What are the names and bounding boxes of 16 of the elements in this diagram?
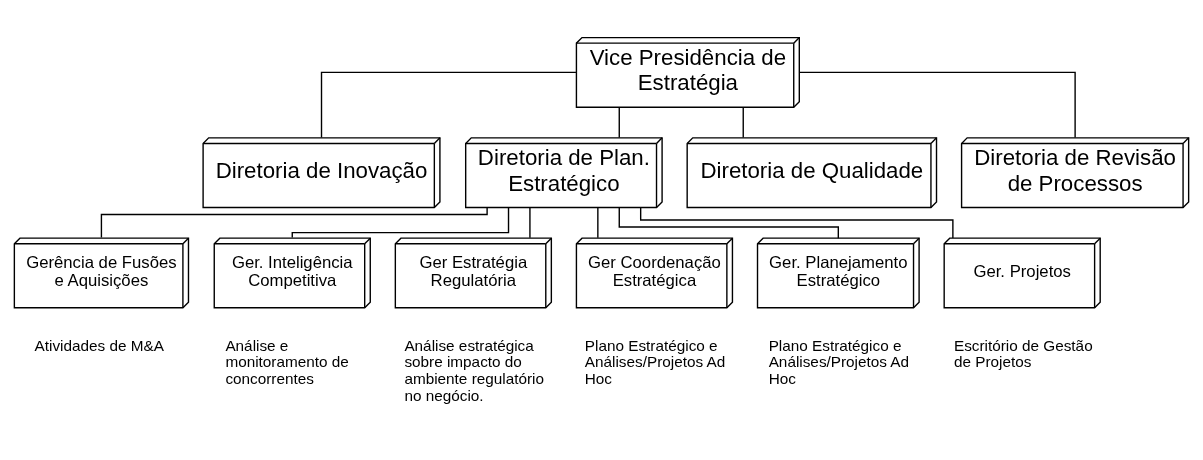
node-label: Atividades de M&A — [34, 336, 164, 354]
connector — [618, 206, 839, 239]
connector — [291, 206, 510, 238]
connector — [529, 206, 531, 238]
node-label: Plano Estratégico e Análises/Projetos Ad Hoc — [584, 336, 726, 387]
connector — [597, 206, 599, 238]
connector — [618, 106, 620, 138]
connector — [742, 106, 744, 138]
connector — [100, 206, 488, 238]
connector — [798, 71, 1076, 138]
connector — [320, 71, 577, 138]
node-label: Escritório de Gestão de Projetos — [953, 336, 1093, 370]
node-label: Análise e monitoramento de concorrentes — [225, 336, 349, 387]
node-label: Plano Estratégico e Análises/Projetos Ad Hoc — [768, 336, 910, 387]
connector — [639, 206, 954, 239]
node-label: Análise estratégica sobre impacto do ambiente regulatório no negócio. — [404, 336, 544, 404]
